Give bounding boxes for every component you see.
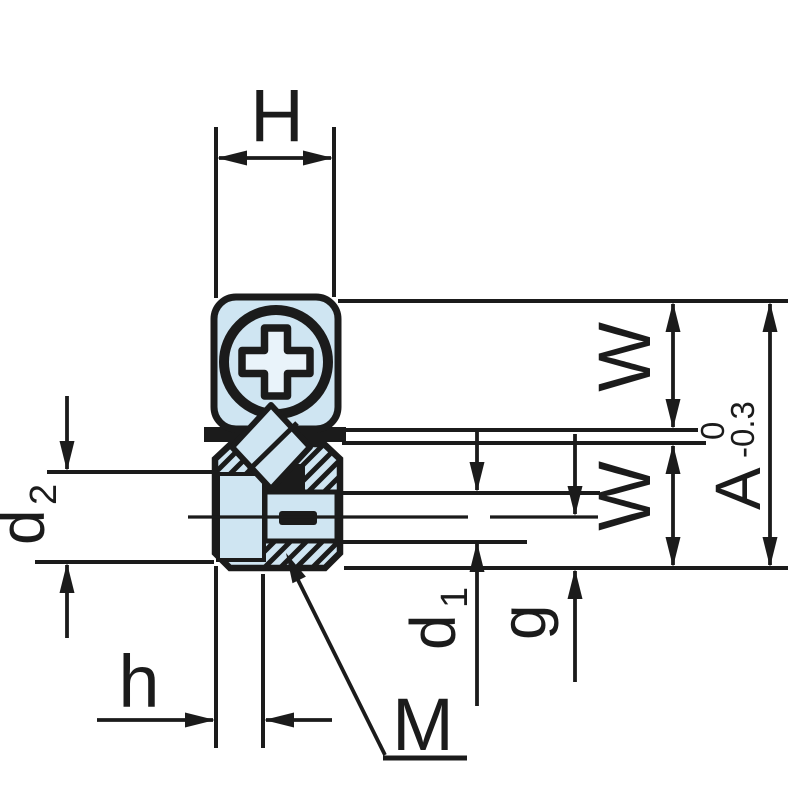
dimension-d2: d 2 xyxy=(0,396,75,638)
arrowhead xyxy=(665,444,681,474)
arrowhead xyxy=(567,486,583,516)
callout-M: M xyxy=(286,553,467,766)
arrowhead xyxy=(264,712,294,728)
phillips-cross-icon xyxy=(238,324,314,400)
dimension-g: g xyxy=(487,434,583,682)
dimension-W-upper: W xyxy=(583,302,681,429)
shank-slash xyxy=(247,421,299,472)
arrowhead xyxy=(762,537,778,567)
label-g: g xyxy=(487,604,559,640)
label-A: A -0.3 0 xyxy=(694,397,774,510)
dimension-h: h xyxy=(97,640,332,728)
arrowhead xyxy=(59,563,75,593)
extension-lines xyxy=(35,127,788,748)
leader-line xyxy=(296,579,387,756)
label-M: M xyxy=(392,683,454,766)
label-H: H xyxy=(250,74,303,157)
part-section xyxy=(204,293,346,572)
arrowhead xyxy=(59,441,75,471)
arrowhead xyxy=(469,462,485,492)
arrowhead xyxy=(185,712,215,728)
arrowhead xyxy=(665,399,681,429)
label-h: h xyxy=(118,640,159,723)
arrowhead xyxy=(762,302,778,332)
arrowhead xyxy=(217,150,247,166)
label-W-upper: W xyxy=(583,322,666,392)
arrowhead xyxy=(286,553,306,584)
dimension-W-lower: W xyxy=(583,444,681,567)
arrowhead xyxy=(665,537,681,567)
arrowhead xyxy=(567,569,583,599)
label-W-lower: W xyxy=(583,461,666,531)
dimension-H: H xyxy=(217,74,333,166)
arrowhead xyxy=(469,542,485,572)
dimension-d1: d 1 xyxy=(397,432,485,706)
arrowhead xyxy=(303,150,333,166)
label-d2: d 2 xyxy=(0,484,65,545)
dimension-A: A -0.3 0 xyxy=(694,302,778,567)
hatch-bottom xyxy=(262,543,340,568)
label-d1: d 1 xyxy=(397,587,476,650)
arrowhead xyxy=(665,302,681,332)
